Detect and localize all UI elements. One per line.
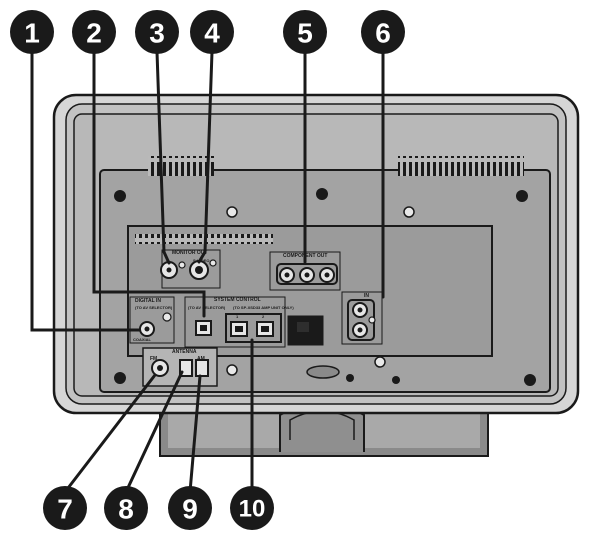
callout-8: 8: [104, 486, 148, 530]
port-2-label: 2: [262, 314, 265, 319]
port-1-label: 1: [236, 314, 239, 319]
callout-3: 3: [135, 10, 179, 54]
audio-in-section: IN: [341, 291, 383, 345]
callout-2: 2: [72, 10, 116, 54]
system-control-note-right: (TO SP-XSD33 AMP UNIT ONLY): [233, 305, 294, 310]
callout-9: 9: [168, 486, 212, 530]
system-control-section: SYSTEM CONTROL (TO AV SELECTOR) (TO SP-X…: [184, 296, 294, 348]
in-label: IN: [364, 293, 369, 299]
callout-7: 7: [43, 486, 87, 530]
system-control-note-left: (TO AV SELECTOR): [188, 305, 226, 310]
callout-3-number: 3: [149, 18, 165, 49]
am-antenna-terminal-ext[interactable]: [195, 359, 209, 377]
leader-lines: [30, 50, 385, 494]
callout-9-number: 9: [182, 494, 198, 525]
handle-slot: [306, 365, 340, 379]
vent-slots-right: [398, 156, 524, 176]
callout-10-number: 10: [239, 496, 266, 523]
callout-6: 6: [361, 10, 405, 54]
callout-2-number: 2: [86, 18, 102, 49]
monitor-out-label: MONITOR OUT: [172, 250, 207, 256]
vent-slots-left: [148, 156, 214, 176]
callout-6-number: 6: [375, 18, 391, 49]
callout-7-number: 7: [57, 494, 73, 525]
callout-1-number: 1: [24, 18, 40, 49]
leader-line-4: [197, 50, 214, 264]
callout-5: 5: [283, 10, 327, 54]
fm-label: FM: [150, 356, 157, 362]
callout-badges: 1 2 3 4 5 6 7 8: [10, 10, 405, 530]
stand-base: [159, 401, 489, 457]
system-control-label: SYSTEM CONTROL: [214, 297, 261, 303]
callout-8-number: 8: [118, 494, 134, 525]
callout-4: 4: [190, 10, 234, 54]
callout-4-number: 4: [204, 18, 220, 49]
callout-10: 10: [230, 486, 274, 530]
antenna-label: ANTENNA: [172, 349, 197, 355]
digital-in-label: DIGITAL IN: [135, 298, 161, 304]
leader-line-1: [30, 50, 141, 332]
callout-1: 1: [10, 10, 54, 54]
antenna-section: ANTENNA FM AM: [142, 347, 218, 387]
digital-in-note: (TO AV SELECTOR): [135, 305, 173, 310]
fan-block: [287, 315, 324, 346]
screw-holes: [114, 188, 536, 386]
leader-line-3: [155, 50, 171, 265]
coaxial-label: COAXIAL: [133, 337, 152, 342]
callout-5-number: 5: [297, 18, 313, 49]
digital-in-section: DIGITAL IN (TO AV SELECTOR) COAXIAL: [129, 296, 175, 344]
leader-line-8: [124, 370, 184, 494]
leader-line-7: [63, 373, 157, 494]
leader-line-9: [188, 374, 202, 494]
leader-line-2: [92, 50, 206, 318]
